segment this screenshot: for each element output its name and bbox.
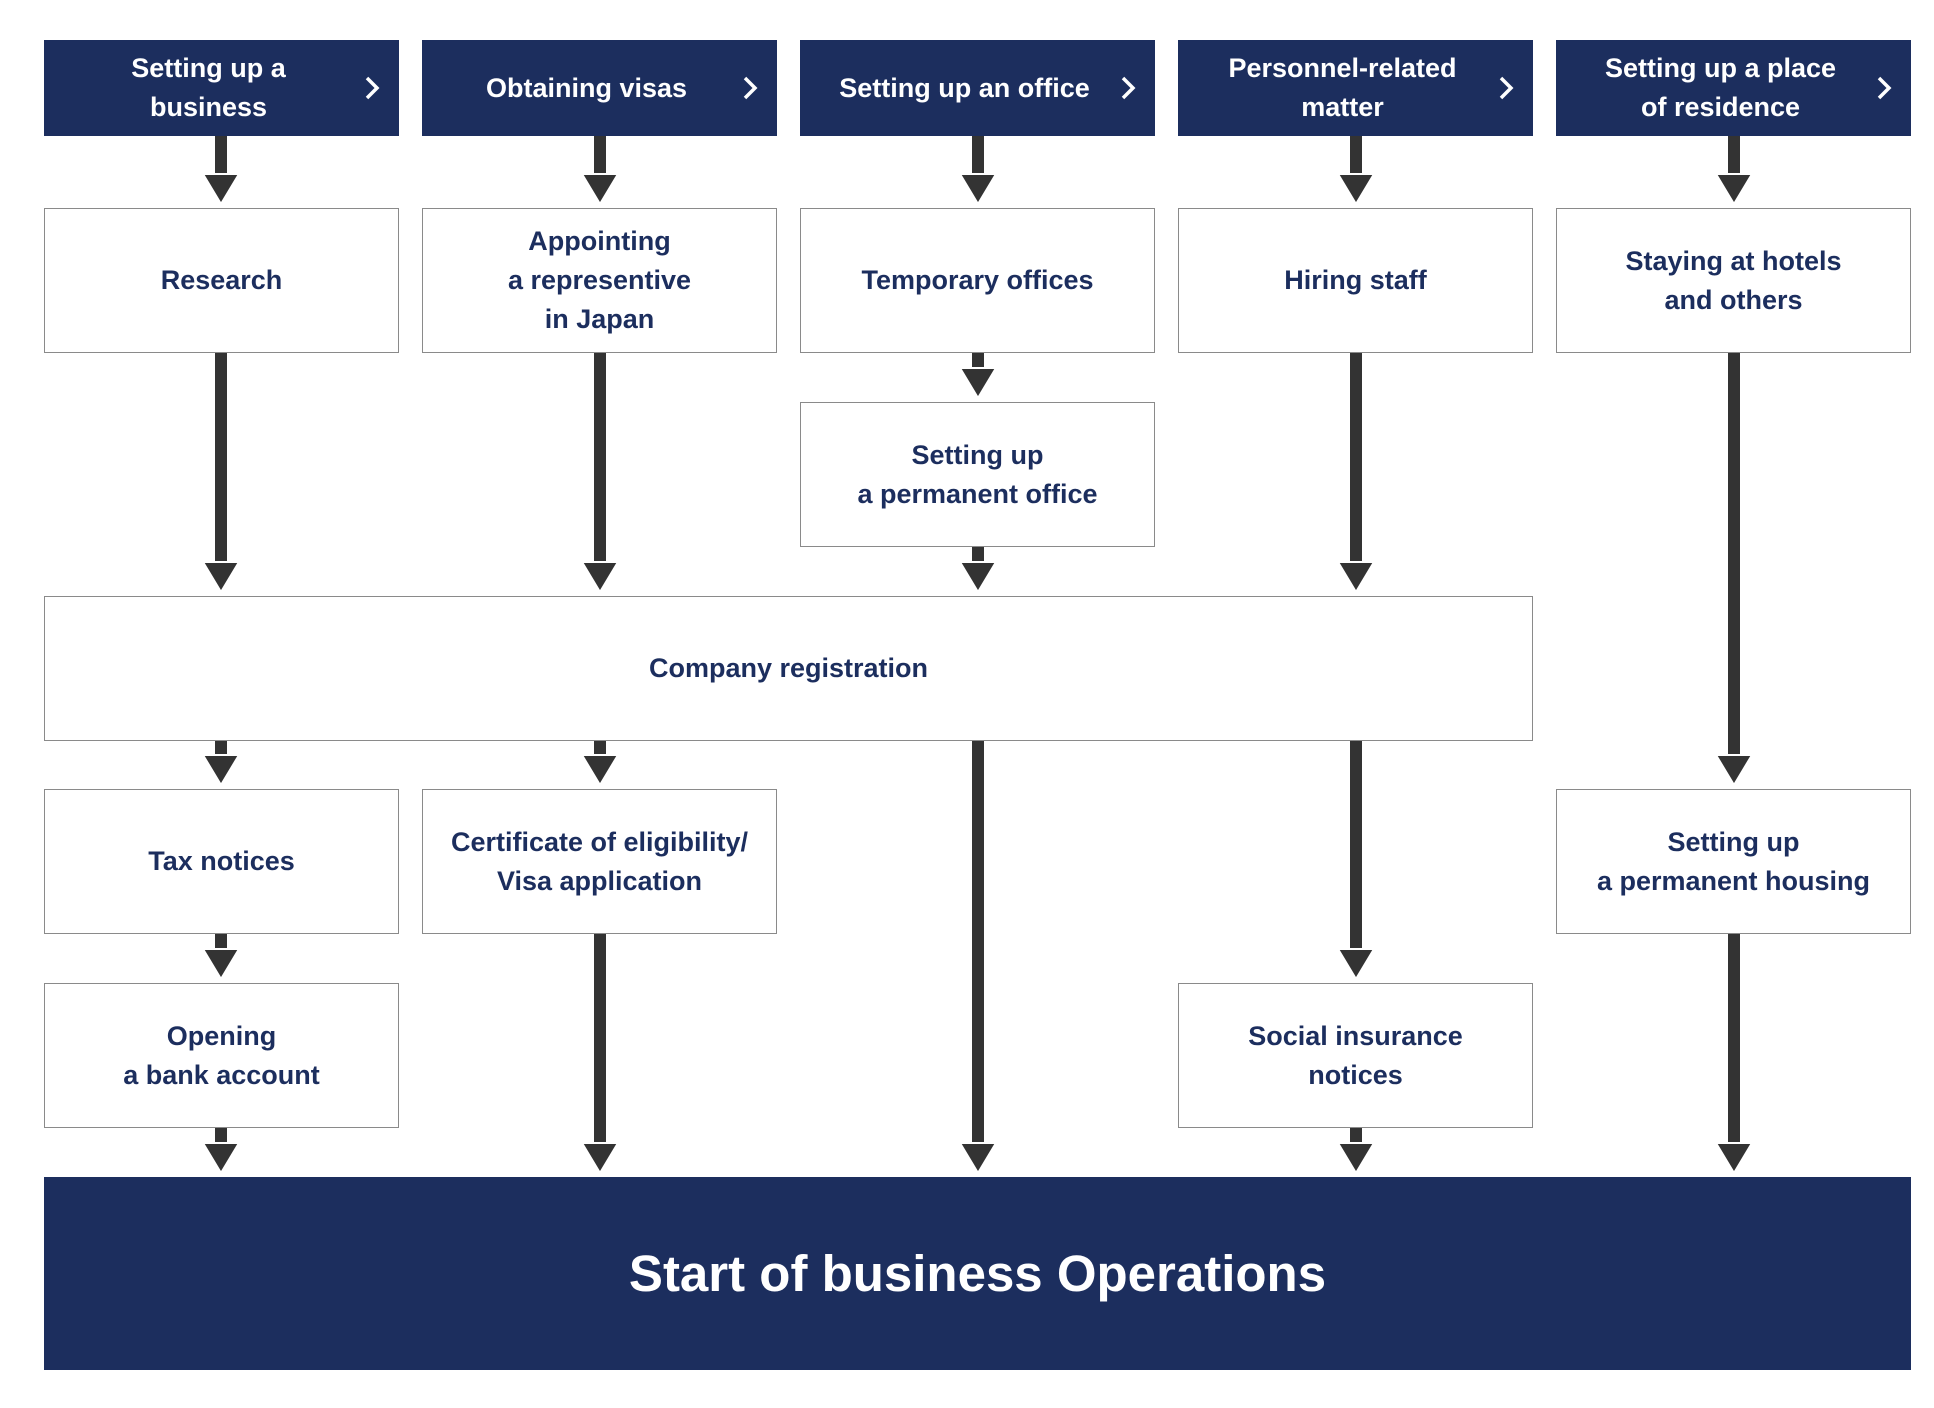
arrow-down-icon	[1336, 1142, 1376, 1175]
connector-arrow	[1336, 741, 1376, 981]
final-step-label: Start of business Operations	[628, 1245, 1327, 1302]
arrow-down-icon	[201, 948, 241, 981]
connector-arrow	[201, 1128, 241, 1175]
step-label: Certificate of eligibility/ Visa applica…	[450, 826, 749, 896]
connector-arrow	[580, 741, 620, 787]
connector-arrow	[1336, 136, 1376, 206]
arrow-down-icon	[1714, 754, 1754, 787]
connector-arrow	[580, 353, 620, 594]
arrow-shaft	[594, 934, 606, 1155]
arrow-down-icon	[580, 173, 620, 206]
connector-arrow	[1714, 353, 1754, 787]
arrow-down-icon	[958, 173, 998, 206]
arrow-down-icon	[1336, 173, 1376, 206]
arrow-shaft	[972, 741, 984, 1155]
connector-arrow	[580, 934, 620, 1175]
step-staying-hotels: Staying at hotels and others	[1556, 208, 1911, 353]
connector-arrow	[1336, 1128, 1376, 1175]
header-label: Setting up an office	[839, 72, 1090, 103]
step-label: Opening a bank account	[123, 1020, 320, 1090]
header-label: Obtaining visas	[485, 72, 688, 103]
connector-arrow	[201, 934, 241, 981]
connector-arrow	[958, 741, 998, 1175]
step-label: Tax notices	[148, 846, 295, 876]
chevron-right-icon	[743, 76, 758, 100]
connector-arrow	[1714, 136, 1754, 206]
connector-arrow	[958, 136, 998, 206]
chevron-right-icon	[365, 76, 380, 100]
step-permanent-housing: Setting up a permanent housing	[1556, 789, 1911, 934]
step-bank-account: Opening a bank account	[44, 983, 399, 1128]
step-label: Hiring staff	[1284, 265, 1427, 295]
arrow-down-icon	[1336, 948, 1376, 981]
arrow-down-icon	[958, 561, 998, 594]
step-social-insurance: Social insurance notices	[1178, 983, 1533, 1128]
step-tax-notices: Tax notices	[44, 789, 399, 934]
arrow-shaft	[1728, 934, 1740, 1155]
header-personnel-related[interactable]: Personnel-related matter	[1178, 40, 1533, 136]
step-label: Staying at hotels and others	[1625, 245, 1842, 315]
connector-arrow	[1336, 353, 1376, 594]
arrow-shaft	[1350, 353, 1362, 574]
arrow-down-icon	[958, 1142, 998, 1175]
header-setting-up-office[interactable]: Setting up an office	[800, 40, 1155, 136]
connector-arrow	[580, 136, 620, 206]
step-hiring-staff: Hiring staff	[1178, 208, 1533, 353]
arrow-down-icon	[201, 173, 241, 206]
header-label: Setting up a place of residence	[1604, 53, 1837, 122]
connector-arrow	[958, 547, 998, 594]
arrow-shaft	[594, 353, 606, 574]
header-label: Setting up a business	[131, 53, 286, 122]
connector-arrow	[201, 741, 241, 787]
step-label: Company registration	[648, 653, 929, 683]
arrow-down-icon	[1714, 173, 1754, 206]
step-appointing-representative: Appointing a representive in Japan	[422, 208, 777, 353]
arrow-down-icon	[201, 754, 241, 787]
final-step-banner: Start of business Operations	[44, 1177, 1911, 1370]
header-place-of-residence[interactable]: Setting up a place of residence	[1556, 40, 1911, 136]
arrow-down-icon	[1336, 561, 1376, 594]
connector-arrow	[201, 136, 241, 206]
chevron-right-icon	[1499, 76, 1514, 100]
arrow-down-icon	[1714, 1142, 1754, 1175]
header-setting-up-business[interactable]: Setting up a business	[44, 40, 399, 136]
header-obtaining-visas[interactable]: Obtaining visas	[422, 40, 777, 136]
step-company-registration: Company registration	[44, 596, 1533, 741]
step-label: Setting up a permanent housing	[1596, 826, 1871, 896]
step-label: Research	[160, 265, 283, 295]
step-permanent-office: Setting up a permanent office	[800, 402, 1155, 547]
arrow-down-icon	[580, 561, 620, 594]
arrow-down-icon	[201, 1142, 241, 1175]
step-research: Research	[44, 208, 399, 353]
chevron-right-icon	[1877, 76, 1892, 100]
arrow-shaft	[215, 353, 227, 574]
arrow-down-icon	[958, 367, 998, 400]
step-label: Social insurance notices	[1248, 1020, 1463, 1090]
arrow-shaft	[1728, 353, 1740, 767]
step-label: Temporary offices	[861, 265, 1094, 295]
header-label: Personnel-related matter	[1228, 53, 1457, 122]
connector-arrow	[201, 353, 241, 594]
step-certificate-visa: Certificate of eligibility/ Visa applica…	[422, 789, 777, 934]
chevron-right-icon	[1121, 76, 1136, 100]
connector-arrow	[958, 353, 998, 400]
step-temporary-offices: Temporary offices	[800, 208, 1155, 353]
step-label: Setting up a permanent office	[857, 439, 1098, 509]
connector-arrow	[1714, 934, 1754, 1175]
arrow-down-icon	[201, 561, 241, 594]
arrow-down-icon	[580, 1142, 620, 1175]
arrow-shaft	[1350, 741, 1362, 961]
arrow-down-icon	[580, 754, 620, 787]
step-label: Appointing a representive in Japan	[507, 226, 692, 334]
